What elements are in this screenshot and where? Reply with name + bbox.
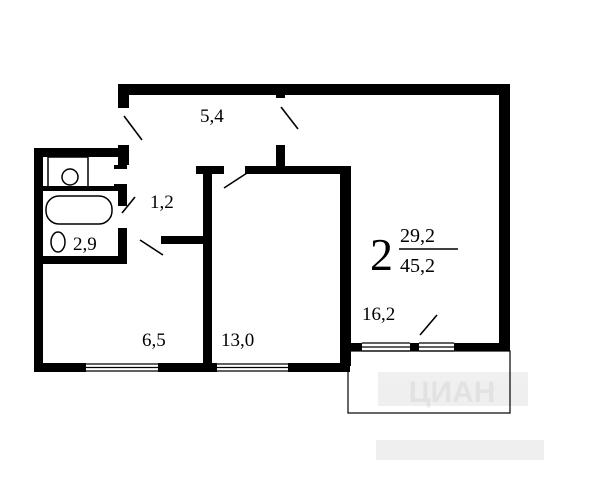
bathroom-fixtures [45,156,113,253]
exterior-walls [34,84,510,372]
total-area: 45,2 [400,255,435,277]
toilet-bowl-icon [61,168,79,186]
interior-walls [43,84,351,372]
doors [121,106,438,336]
living-door-icon [280,106,299,130]
room-area-living: 16,2 [362,304,395,325]
sink-icon [50,231,66,253]
balcony-door-icon [419,314,438,336]
room-area-kitchen: 6,5 [142,330,166,351]
bathtub-icon [45,195,113,225]
watermark [376,372,544,460]
room-area-bathroom: 2,9 [73,234,97,255]
room-area-closet: 1,2 [150,192,174,213]
toilet-icon [47,156,89,188]
area-summary: 2 29,2 45,2 [370,225,458,280]
entry-door-icon [123,115,143,141]
watermark-text: ЦИАН [409,376,496,409]
kitchen-window [86,363,158,372]
room-area-hall: 5,4 [200,106,224,127]
room-area-bedroom: 13,0 [221,330,254,351]
bedroom-door-icon [223,172,248,189]
living-window [362,342,454,352]
bedroom-window [217,363,288,372]
rooms-count: 2 [370,229,393,280]
living-area: 29,2 [400,225,435,247]
closet-door-icon [121,196,136,214]
balcony [347,350,511,414]
bathroom-walls [43,186,119,191]
kitchen-door-icon [139,239,164,256]
